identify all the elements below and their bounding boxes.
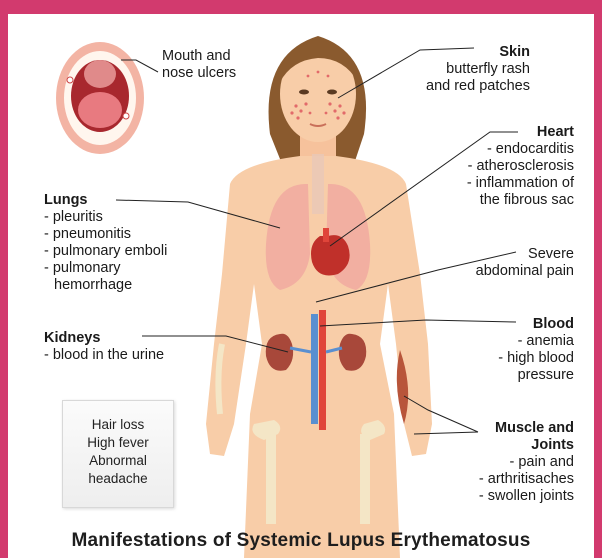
aorta [319,310,326,430]
other-symptoms-box: Hair loss High fever Abnormal headache [62,400,174,508]
right-kidney [339,334,366,371]
mouth-illustration [56,42,144,154]
abdomen-label: Severe abdominal pain [476,246,574,280]
lungs-label: Lungs - pleuritis - pneumonitis - pulmon… [44,192,167,294]
muscle-joints-label: Muscle and Joints - pain and - arthritis… [479,420,574,505]
symptom-item: Abnormal [63,452,173,470]
skin-label: Skin butterfly rash and red patches [426,44,530,95]
symptom-item: High fever [63,434,173,452]
vena-cava [311,314,318,424]
diagram-frame: Mouth and nose ulcers Skin butterfly ras… [8,14,594,558]
mouth-label: Mouth and nose ulcers [162,48,236,82]
symptom-item: Hair loss [63,416,173,434]
left-kidney [266,334,293,371]
human-body [206,36,432,558]
blood-label: Blood - anemia - high blood pressure [498,316,574,384]
symptom-item: headache [63,470,173,488]
kidneys-label: Kidneys - blood in the urine [44,330,164,364]
heart-label: Heart - endocarditis - atherosclerosis -… [467,124,574,209]
diagram-caption: Manifestations of Systemic Lupus Erythem… [8,530,594,552]
